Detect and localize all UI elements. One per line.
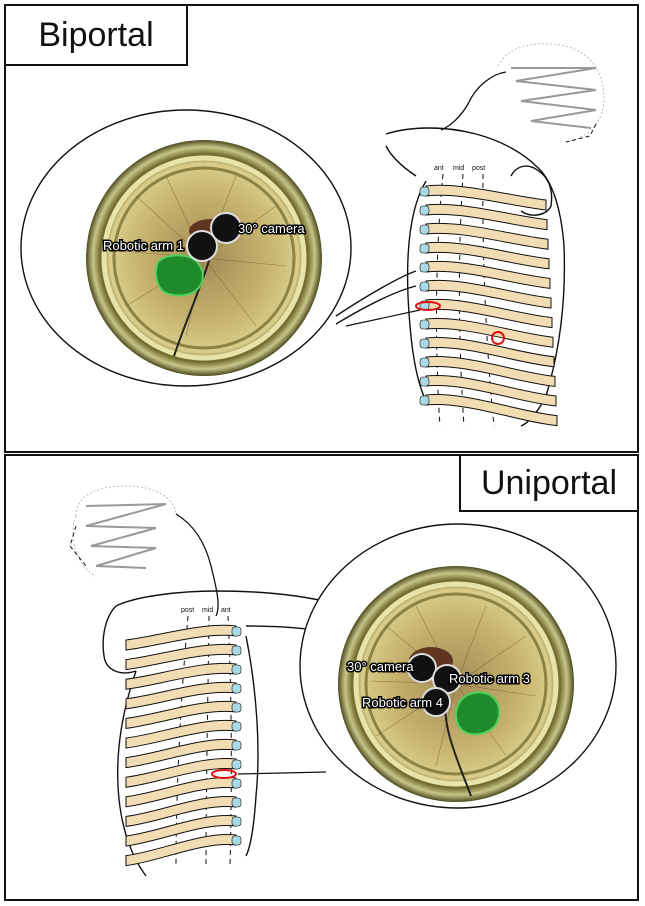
camera-port xyxy=(407,653,437,683)
uniportal-title-box: Uniportal xyxy=(459,456,637,512)
costal-cartilage xyxy=(231,816,242,827)
costal-cartilage xyxy=(231,759,242,770)
costal-cartilage xyxy=(419,395,430,406)
rib xyxy=(125,814,237,847)
costal-cartilage xyxy=(231,683,242,694)
camera-port xyxy=(210,212,242,244)
rib xyxy=(125,624,237,651)
costal-cartilage xyxy=(231,740,242,751)
costal-cartilage xyxy=(419,319,430,330)
uniportal-panel: Uniportal xyxy=(4,454,639,901)
costal-cartilage xyxy=(419,224,430,235)
lesion-shape xyxy=(454,691,501,736)
costal-cartilage xyxy=(419,243,430,254)
port-view: 30° camera Robotic arm 1 xyxy=(86,140,322,376)
rib xyxy=(425,184,547,211)
rib xyxy=(425,393,558,427)
label-robotic-arm-1: Robotic arm 1 xyxy=(103,238,184,253)
axis-label-post: post xyxy=(472,165,485,172)
rib xyxy=(125,738,237,769)
rib xyxy=(125,719,237,749)
rib xyxy=(125,700,237,729)
rib xyxy=(425,279,552,309)
axis-label-ant: ant xyxy=(221,607,231,614)
rib xyxy=(425,317,554,348)
costal-cartilage xyxy=(231,702,242,713)
costal-cartilage xyxy=(231,797,242,808)
rib xyxy=(125,662,237,690)
costal-cartilage xyxy=(419,357,430,368)
biportal-title-box: Biportal xyxy=(6,6,188,66)
rib xyxy=(125,833,237,867)
robotic-arm-port xyxy=(186,230,218,262)
rib xyxy=(425,355,556,387)
head-drawing xyxy=(440,43,605,143)
label-robotic-arm-4: Robotic arm 4 xyxy=(362,695,443,710)
rib xyxy=(125,795,237,827)
axis-label-ant: ant xyxy=(434,165,444,172)
port-view: 30° camera Robotic arm 3 Robotic arm 4 xyxy=(338,566,574,802)
biportal-illustration: ant mid post 30° camera xyxy=(20,43,605,427)
label-camera: 30° camera xyxy=(347,659,414,674)
rib xyxy=(425,203,548,231)
costal-cartilage xyxy=(419,338,430,349)
axis-label-mid: mid xyxy=(202,607,213,614)
costal-cartilage xyxy=(231,664,242,675)
rib xyxy=(125,757,237,788)
lesion-shape xyxy=(155,254,204,297)
costal-cartilage xyxy=(231,835,242,846)
port-marker-anterior xyxy=(415,301,441,311)
biportal-title: Biportal xyxy=(38,16,154,54)
rib xyxy=(425,260,551,289)
uniportal-title: Uniportal xyxy=(480,464,618,502)
rib xyxy=(125,643,237,671)
rib xyxy=(125,681,237,710)
axis-label-post: post xyxy=(181,607,194,614)
costal-cartilage xyxy=(231,626,242,637)
axis-label-mid: mid xyxy=(453,165,464,172)
costal-cartilage xyxy=(419,376,430,387)
costal-cartilage xyxy=(419,186,430,197)
rib xyxy=(425,336,555,368)
costal-cartilage xyxy=(231,721,242,732)
rib xyxy=(425,222,549,250)
rib-cage xyxy=(125,624,242,867)
costal-cartilage xyxy=(419,262,430,273)
rib xyxy=(425,374,557,407)
robotic-arm-4-port xyxy=(421,687,451,717)
head-drawing xyxy=(69,485,219,617)
costal-cartilage xyxy=(419,281,430,292)
reference-lines xyxy=(435,173,495,427)
rib xyxy=(125,776,237,808)
port-marker xyxy=(211,769,237,779)
biportal-panel: Biportal xyxy=(4,4,639,453)
label-robotic-arm-3: Robotic arm 3 xyxy=(449,671,530,686)
rib-cage xyxy=(419,184,558,427)
rib xyxy=(425,241,550,270)
rib xyxy=(425,298,553,329)
uniportal-illustration: post mid ant 30° camera Robotic arm xyxy=(69,485,617,877)
port-marker-posterior xyxy=(491,331,505,345)
costal-cartilage xyxy=(231,645,242,656)
costal-cartilage xyxy=(419,205,430,216)
label-camera: 30° camera xyxy=(238,221,305,236)
costal-cartilage xyxy=(231,778,242,789)
